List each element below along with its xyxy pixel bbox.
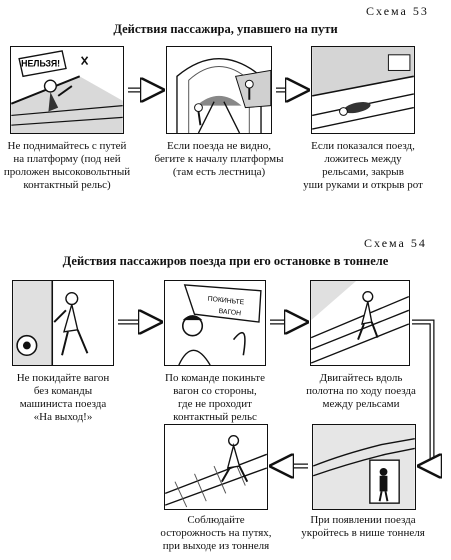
scheme-53-panel-1-caption: Не поднимайтесь с путей на платформу (по… bbox=[3, 140, 131, 191]
scheme-54-panel-5-illustration bbox=[164, 424, 268, 510]
vagon-sign-text: ВАГОН bbox=[218, 308, 241, 317]
scheme-54-panel-5-caption: Соблюдайте осторожность на путях, при вы… bbox=[160, 514, 272, 552]
scheme-54-panel-4-illustration bbox=[312, 424, 416, 510]
scheme-53-label: Схема 53 bbox=[366, 4, 429, 18]
scheme-53-panel-3-illustration bbox=[311, 46, 415, 134]
nelzya-sign-text: НЕЛЬЗЯ! bbox=[21, 59, 60, 69]
scheme-53-panel-2-illustration bbox=[166, 46, 272, 134]
pokinte-sign-text: ПОКИНЬТЕ bbox=[207, 296, 245, 307]
scheme-54-panel-1-illustration bbox=[12, 280, 114, 366]
arrow-54-3-to-4 bbox=[412, 319, 435, 469]
scheme-54-title: Действия пассажиров поезда при его остан… bbox=[62, 254, 389, 268]
scheme-53-panel-1-illustration: НЕЛЬЗЯ! bbox=[10, 46, 124, 134]
scheme-54-panel-3-illustration bbox=[310, 280, 410, 366]
scheme-53-title: Действия пассажира, упавшего на пути bbox=[113, 22, 338, 36]
scheme-54-panel-4-caption: При появлении поезда укройтесь в нише то… bbox=[301, 514, 425, 539]
scheme-53-panel-2-caption: Если поезда не видно, бегите к началу пл… bbox=[154, 140, 284, 178]
scheme-54-panel-3-caption: Двигайтесь вдоль полотна по ходу поезда … bbox=[306, 372, 416, 410]
scheme-54-panel-1-caption: Не покидайте вагон без команды машиниста… bbox=[16, 372, 110, 423]
scheme-54-label: Схема 54 bbox=[364, 236, 427, 250]
scheme-54-panel-2-caption: По команде покиньте вагон со стороны, гд… bbox=[165, 372, 265, 423]
scheme-53-panel-3-caption: Если показался поезд, ложитесь между рел… bbox=[303, 140, 423, 191]
scheme-54-panel-2-illustration: ПОКИНЬТЕ ВАГОН bbox=[164, 280, 266, 366]
